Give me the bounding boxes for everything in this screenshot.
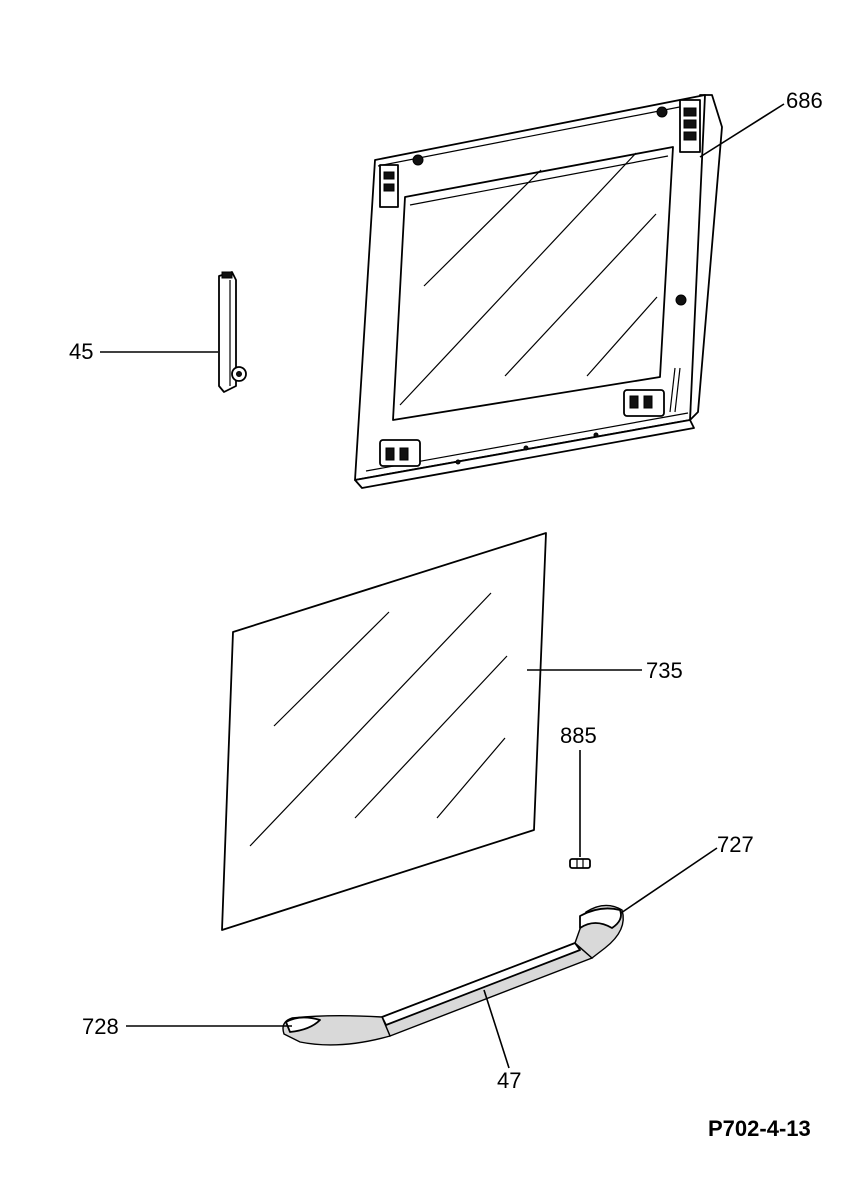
label-735: 735 xyxy=(646,658,683,683)
screw-885 xyxy=(569,858,591,869)
label-47: 47 xyxy=(497,1068,521,1093)
label-686: 686 xyxy=(786,88,823,113)
handle-assembly xyxy=(282,904,624,1046)
glass-pane-735 xyxy=(221,532,547,931)
label-727: 727 xyxy=(717,832,754,857)
label-45: 45 xyxy=(69,339,93,364)
label-728: 728 xyxy=(82,1014,119,1039)
hinge-45 xyxy=(218,271,247,393)
leader-lines xyxy=(100,103,785,1069)
label-885: 885 xyxy=(560,723,597,748)
drawing-code: P702-4-13 xyxy=(708,1116,811,1141)
inner-door-frame-686 xyxy=(354,94,723,489)
